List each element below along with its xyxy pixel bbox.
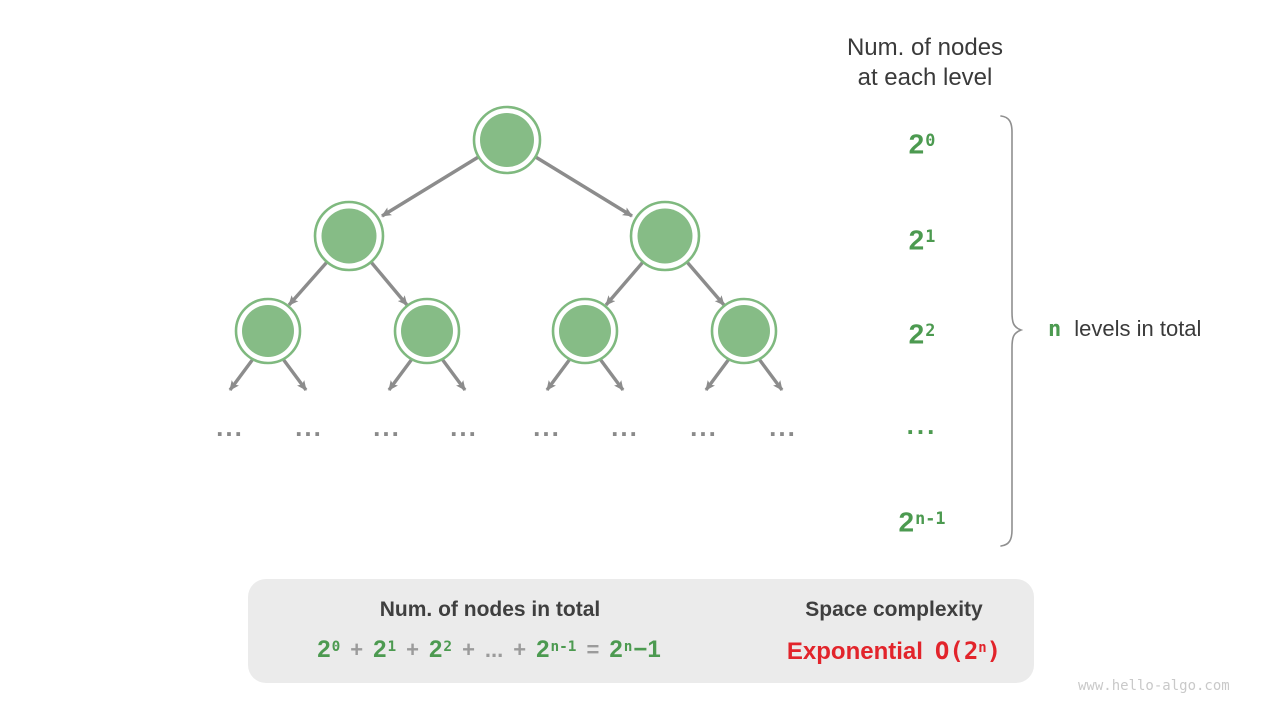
column-header: Num. of nodes at each level bbox=[815, 33, 1035, 93]
tree-edge-arrow bbox=[287, 260, 329, 307]
tree-node bbox=[234, 297, 302, 365]
column-header-line2: at each level bbox=[857, 64, 993, 91]
watermark: www.hello-algo.com bbox=[1078, 678, 1230, 694]
tree-edge-arrow bbox=[387, 357, 414, 392]
brace bbox=[1000, 115, 1024, 547]
formula-equals: = bbox=[586, 637, 600, 662]
n-variable: n bbox=[1048, 317, 1062, 342]
total-nodes-formula: 20 +21 +22 +... +2n-1 = 2n−1 bbox=[258, 636, 720, 664]
total-nodes-title: Num. of nodes in total bbox=[379, 598, 601, 621]
formula-term: 2n-1 bbox=[536, 636, 577, 663]
level-count-ellipsis: ... bbox=[906, 410, 938, 440]
formula-term: 22 bbox=[429, 636, 453, 663]
level-count-label-2: 22 bbox=[908, 318, 936, 350]
level-count-label-0: 20 bbox=[908, 128, 936, 160]
summary-box bbox=[248, 579, 1034, 683]
tree-node bbox=[551, 297, 619, 365]
tree-edge-arrow bbox=[381, 154, 481, 218]
formula-operator: + bbox=[350, 637, 364, 662]
level-count-label-1: 21 bbox=[908, 224, 936, 256]
tree-ellipsis: ... bbox=[373, 412, 401, 442]
tree-ellipsis: ... bbox=[533, 412, 561, 442]
tree-edge-arrow bbox=[704, 357, 731, 392]
tree-edge-arrow bbox=[533, 154, 633, 218]
tree-edge-arrow bbox=[228, 357, 255, 392]
tree-edge-arrow bbox=[604, 260, 645, 307]
tree-node bbox=[629, 200, 701, 272]
tree-edge-arrow bbox=[281, 357, 308, 392]
tree-edge-arrow bbox=[545, 357, 572, 392]
tree-node bbox=[472, 105, 542, 175]
tree-ellipsis: ... bbox=[216, 412, 244, 442]
level-count-label-n: 2n-1 bbox=[898, 506, 946, 538]
tree-edge-arrow bbox=[757, 357, 784, 392]
tree-ellipsis: ... bbox=[450, 412, 478, 442]
tree-edge-arrow bbox=[598, 357, 625, 392]
formula-result: 2n−1 bbox=[609, 636, 661, 663]
tree-edge-arrow bbox=[440, 357, 467, 392]
tree-ellipsis: ... bbox=[769, 412, 797, 442]
formula-term: 21 bbox=[373, 636, 397, 663]
big-o-notation: O(2n) bbox=[934, 637, 1002, 665]
column-header-line1: Num. of nodes bbox=[846, 34, 1004, 61]
tree-edge-arrow bbox=[369, 260, 409, 307]
formula-operator: + bbox=[406, 637, 420, 662]
complexity-word: Exponential bbox=[786, 638, 923, 665]
space-complexity-title: Space complexity bbox=[805, 598, 983, 621]
tree-edge-arrow bbox=[685, 260, 726, 307]
tree-ellipsis: ... bbox=[690, 412, 718, 442]
tree-ellipsis: ... bbox=[611, 412, 639, 442]
complexity-value: Exponential O(2n) bbox=[770, 637, 1018, 666]
tree-node bbox=[393, 297, 461, 365]
tree-node bbox=[313, 200, 385, 272]
formula-term: 20 bbox=[317, 636, 341, 663]
formula-operator: + bbox=[513, 637, 527, 662]
tree-node bbox=[710, 297, 778, 365]
formula-ellipsis: ... bbox=[484, 637, 504, 662]
formula-operator: + bbox=[462, 637, 475, 662]
tree-ellipsis: ... bbox=[295, 412, 323, 442]
